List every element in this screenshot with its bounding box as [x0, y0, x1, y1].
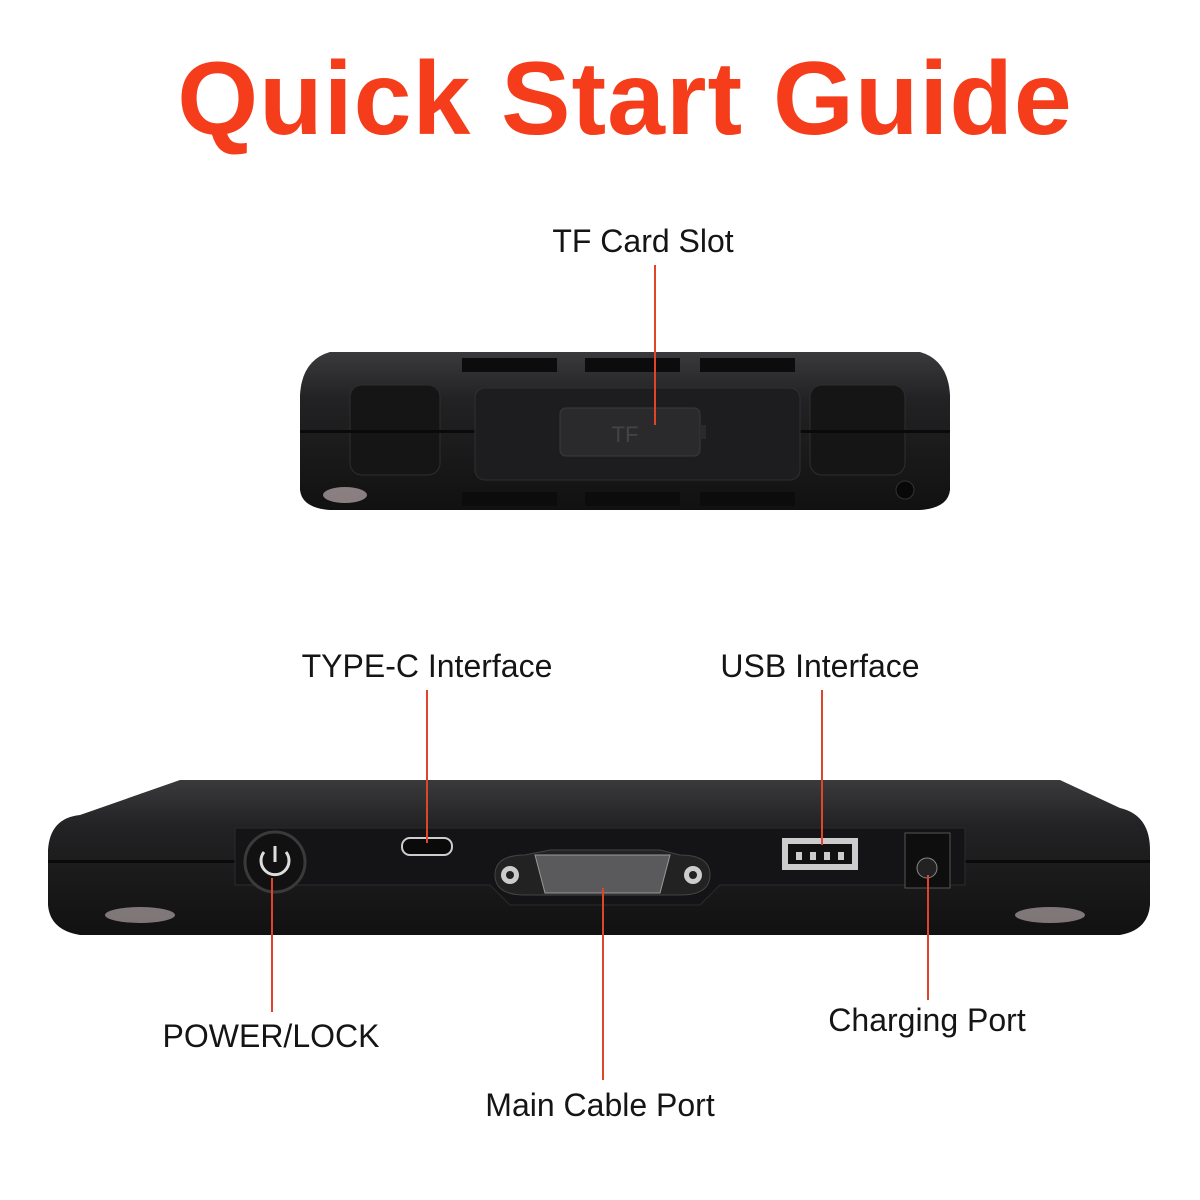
device-top-view: TF	[300, 352, 950, 510]
leader-lines	[271, 265, 929, 1080]
label-type-c-interface: TYPE-C Interface	[301, 648, 553, 684]
label-power-lock: POWER/LOCK	[162, 1018, 380, 1054]
main-cable-port	[534, 854, 671, 894]
label-charging-port: Charging Port	[828, 1002, 1026, 1038]
label-main-cable-port: Main Cable Port	[485, 1087, 715, 1123]
tf-marking: TF	[612, 422, 639, 447]
page-title: Quick Start Guide	[177, 41, 1073, 157]
label-usb-interface: USB Interface	[720, 648, 920, 684]
label-tf-card-slot: TF Card Slot	[552, 223, 734, 259]
device-side-view	[48, 780, 1150, 935]
